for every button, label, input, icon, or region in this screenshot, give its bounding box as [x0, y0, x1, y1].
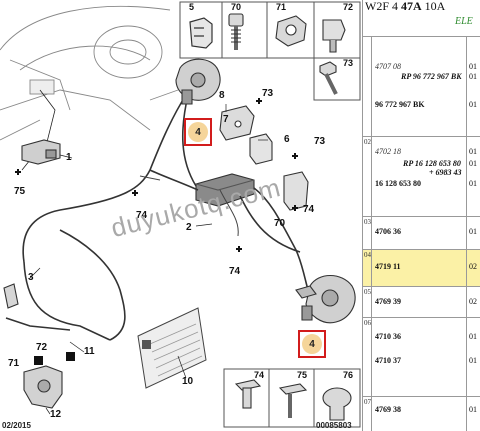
- ref-column: [363, 287, 372, 317]
- part-number: 4769 39: [375, 297, 401, 306]
- label-72-box: 72: [343, 2, 354, 12]
- part-number: 96 772 967 BK: [375, 100, 425, 109]
- table-title: W2F 4 47A 10A: [365, 0, 445, 14]
- label-12: 12: [50, 409, 62, 420]
- qty: 02: [469, 262, 477, 271]
- label-75-box: 75: [297, 370, 308, 380]
- label-76-box: 76: [343, 370, 354, 380]
- label-72: 72: [36, 342, 48, 353]
- callout-4-upper-label: 4: [188, 122, 208, 142]
- qty: 01: [469, 72, 477, 81]
- table-row[interactable]: 06 4710 36 4710 37 01 01: [363, 318, 480, 397]
- qty: 01: [469, 227, 477, 236]
- table-header: W2F 4 47A 10A ELE: [363, 0, 480, 37]
- part-number: 4719 11: [375, 262, 401, 271]
- exploded-diagram-drawing: [0, 1, 361, 428]
- ref-column: [363, 397, 372, 431]
- ref-column: [363, 36, 372, 136]
- title-bold: 47A: [401, 0, 422, 13]
- label-70-mid: 70: [274, 218, 286, 229]
- label-6: 6: [284, 134, 290, 145]
- label-73-right: 73: [314, 136, 326, 147]
- table-row[interactable]: 07 4769 38 01: [363, 397, 480, 431]
- part-code: 4702 18: [375, 147, 401, 156]
- table-row[interactable]: 03 4706 36 01: [363, 217, 480, 250]
- ref-column: [363, 137, 372, 216]
- qty: 01: [469, 179, 477, 188]
- qty: 01: [469, 147, 477, 156]
- label-8: 8: [219, 90, 225, 101]
- label-73-top: 73: [262, 88, 274, 99]
- table-row-selected[interactable]: 04 4719 11 02: [363, 250, 480, 287]
- qty-divider: [466, 137, 467, 216]
- table-subtitle: ELE: [455, 16, 473, 27]
- ref-number: 04: [364, 251, 371, 259]
- part-number: 4769 38: [375, 405, 401, 414]
- label-10: 10: [182, 376, 194, 387]
- part-number: 4706 36: [375, 227, 401, 236]
- label-2: 2: [186, 222, 192, 233]
- qty: 01: [469, 405, 477, 414]
- footer-ref: 00085803: [316, 421, 352, 430]
- part-ref-extra: + 6983 43: [429, 168, 462, 177]
- qty-divider: [466, 36, 467, 136]
- ref-column: [363, 250, 372, 286]
- title-prefix: W2F 4: [365, 0, 401, 13]
- qty-divider: [466, 250, 467, 286]
- label-1: 1: [66, 152, 72, 163]
- parts-diagram: 5 70 71 72 73 8 73 7 6 73 74 70 2 74 74 …: [0, 0, 361, 431]
- label-11: 11: [84, 346, 95, 357]
- qty: 01: [469, 159, 477, 168]
- ref-number: 02: [364, 138, 371, 146]
- label-74-right: 74: [303, 204, 315, 215]
- part-number-alt: 4710 37: [375, 356, 401, 365]
- part-number: 4710 36: [375, 332, 401, 341]
- part-code: 4707 08: [375, 62, 401, 71]
- label-70-box: 70: [231, 2, 242, 12]
- ref-number: 07: [364, 398, 371, 406]
- label-71-box: 71: [276, 2, 287, 12]
- qty-divider: [466, 217, 467, 249]
- label-5: 5: [189, 2, 195, 12]
- label-73-box: 73: [343, 58, 354, 68]
- qty-divider: [466, 397, 467, 431]
- label-7: 7: [223, 114, 229, 125]
- ref-column: [363, 217, 372, 249]
- qty-divider: [466, 318, 467, 396]
- label-75-left: 75: [14, 186, 26, 197]
- qty: 01: [469, 332, 477, 341]
- callout-4-upper[interactable]: 4: [184, 118, 212, 146]
- label-71: 71: [8, 358, 20, 369]
- callout-4-lower[interactable]: 4: [298, 330, 326, 358]
- qty: 01: [469, 62, 477, 71]
- qty: 01: [469, 100, 477, 109]
- part-number: 16 128 653 80: [375, 179, 421, 188]
- ref-number: 06: [364, 319, 371, 327]
- ref-number: 05: [364, 288, 371, 296]
- table-row[interactable]: 4707 08 RP 96 772 967 BK 96 772 967 BK 0…: [363, 36, 480, 137]
- label-3: 3: [28, 272, 34, 283]
- label-74-box: 74: [254, 370, 265, 380]
- part-ref: RP 16 128 653 80: [403, 159, 461, 168]
- callout-4-lower-label: 4: [302, 334, 322, 354]
- part-ref: RP 96 772 967 BK: [401, 72, 462, 81]
- label-74-left: 74: [136, 210, 148, 221]
- label-74-center: 74: [229, 266, 241, 277]
- qty: 02: [469, 297, 477, 306]
- qty-divider: [466, 287, 467, 317]
- qty: 01: [469, 356, 477, 365]
- title-suffix: 10A: [421, 0, 446, 13]
- table-row[interactable]: 05 4769 39 02: [363, 287, 480, 318]
- table-row[interactable]: 02 4702 18 RP 16 128 653 80 + 6983 43 16…: [363, 137, 480, 217]
- footer-date: 02/2015: [2, 421, 31, 430]
- parts-table: W2F 4 47A 10A ELE 4707 08 RP 96 772 967 …: [362, 0, 480, 431]
- ref-number: 03: [364, 218, 371, 226]
- ref-column: [363, 318, 372, 396]
